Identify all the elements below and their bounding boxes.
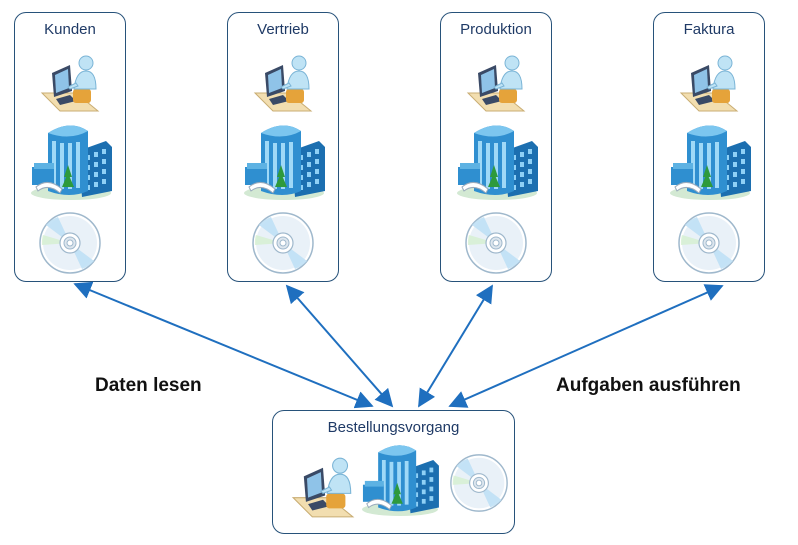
arrow-produktion	[418, 284, 493, 408]
office-building-icon	[452, 121, 542, 201]
cd-disc-icon	[449, 453, 509, 513]
department-title: Vertrieb	[257, 21, 309, 38]
process-box-bestellungsvorgang: Bestellungsvorgang	[272, 410, 515, 534]
cd-disc-icon	[38, 211, 102, 275]
cd-disc-icon	[251, 211, 315, 275]
label-daten-lesen: Daten lesen	[95, 375, 202, 396]
arrow-vertrieb	[285, 284, 394, 408]
label-aufgaben-ausfuehren: Aufgaben ausführen	[556, 375, 741, 396]
department-title: Produktion	[460, 21, 532, 38]
cd-disc-icon	[464, 211, 528, 275]
department-title: Kunden	[44, 21, 96, 38]
workstation-user-icon	[40, 53, 100, 113]
workstation-user-icon	[466, 53, 526, 113]
department-box-vertrieb: Vertrieb	[227, 12, 339, 282]
office-building-icon	[239, 121, 329, 201]
department-box-produktion: Produktion	[440, 12, 552, 282]
department-box-faktura: Faktura	[653, 12, 765, 282]
process-title: Bestellungsvorgang	[327, 419, 460, 436]
cd-disc-icon	[677, 211, 741, 275]
office-building-icon	[26, 121, 116, 201]
department-title: Faktura	[683, 21, 735, 38]
department-box-kunden: Kunden	[14, 12, 126, 282]
arrow-faktura	[448, 284, 724, 408]
workstation-user-icon	[253, 53, 313, 113]
office-building-icon	[665, 121, 755, 201]
workstation-user-icon	[679, 53, 739, 113]
office-building-icon	[357, 441, 443, 517]
workstation-user-icon	[291, 455, 355, 519]
